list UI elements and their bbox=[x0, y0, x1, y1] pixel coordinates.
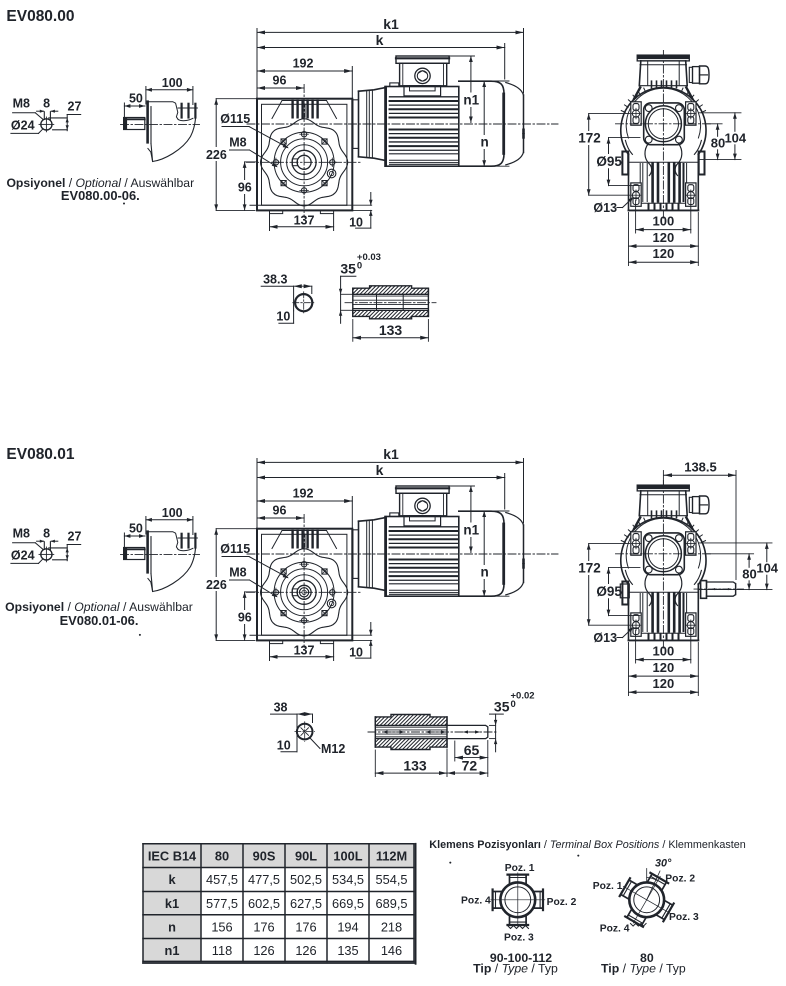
svg-text:100L: 100L bbox=[333, 848, 362, 863]
svg-text:EV080.01: EV080.01 bbox=[6, 446, 74, 463]
svg-text:EV080.00-06.: EV080.00-06. bbox=[61, 188, 140, 203]
svg-text:133: 133 bbox=[379, 322, 403, 338]
svg-text:118: 118 bbox=[212, 943, 232, 958]
svg-text:35: 35 bbox=[340, 260, 356, 276]
svg-text:669,5: 669,5 bbox=[332, 896, 364, 911]
svg-text:EV080.00: EV080.00 bbox=[6, 8, 74, 25]
svg-text:Poz. 2: Poz. 2 bbox=[547, 897, 577, 908]
svg-text:80: 80 bbox=[711, 135, 725, 150]
svg-text:k: k bbox=[168, 872, 176, 887]
svg-text:+0.03: +0.03 bbox=[357, 252, 381, 263]
svg-text:602,5: 602,5 bbox=[248, 896, 280, 911]
svg-text:Poz. 4: Poz. 4 bbox=[600, 924, 630, 935]
svg-text:Poz. 3: Poz. 3 bbox=[504, 932, 534, 943]
svg-text:Klemens Pozisyonları / Termina: Klemens Pozisyonları / Terminal Box Posi… bbox=[429, 839, 745, 851]
svg-text:689,5: 689,5 bbox=[375, 896, 407, 911]
svg-text:146: 146 bbox=[381, 943, 402, 958]
svg-text:80: 80 bbox=[742, 566, 756, 581]
svg-text:Poz. 2: Poz. 2 bbox=[665, 873, 695, 884]
svg-text:90L: 90L bbox=[295, 848, 317, 863]
svg-text:k1: k1 bbox=[165, 896, 179, 911]
svg-text:218: 218 bbox=[381, 919, 402, 934]
svg-text:502,5: 502,5 bbox=[290, 872, 322, 887]
svg-text:126: 126 bbox=[295, 943, 316, 958]
svg-text:80: 80 bbox=[215, 848, 229, 863]
svg-text:477,5: 477,5 bbox=[248, 872, 280, 887]
svg-text:Tip / Type / Typ: Tip / Type / Typ bbox=[473, 962, 558, 976]
svg-text:Opsiyonel / Optional / Auswähl: Opsiyonel / Optional / Auswählbar bbox=[6, 176, 194, 190]
svg-text:Poz. 3: Poz. 3 bbox=[669, 912, 699, 923]
svg-text:65: 65 bbox=[464, 742, 480, 758]
svg-text:Tip / Type / Typ: Tip / Type / Typ bbox=[601, 962, 686, 976]
svg-text:0: 0 bbox=[511, 699, 516, 710]
svg-text:38.3: 38.3 bbox=[263, 272, 287, 286]
svg-text:534,5: 534,5 bbox=[332, 872, 364, 887]
svg-text:126: 126 bbox=[253, 943, 274, 958]
svg-text:457,5: 457,5 bbox=[206, 872, 238, 887]
svg-text:554,5: 554,5 bbox=[375, 872, 407, 887]
svg-text:577,5: 577,5 bbox=[206, 896, 238, 911]
svg-text:IEC B14: IEC B14 bbox=[148, 848, 197, 863]
svg-text:0: 0 bbox=[357, 261, 362, 272]
svg-text:Poz. 1: Poz. 1 bbox=[505, 863, 535, 874]
svg-text:Poz. 1: Poz. 1 bbox=[593, 881, 623, 892]
svg-text:EV080.01-06.: EV080.01-06. bbox=[60, 613, 139, 628]
svg-text:138.5: 138.5 bbox=[684, 460, 717, 475]
svg-text:194: 194 bbox=[337, 919, 358, 934]
svg-text:176: 176 bbox=[295, 919, 316, 934]
svg-text:156: 156 bbox=[211, 919, 232, 934]
svg-text:135: 135 bbox=[337, 943, 358, 958]
svg-text:176: 176 bbox=[253, 919, 274, 934]
svg-text:35: 35 bbox=[494, 698, 510, 714]
svg-text:10: 10 bbox=[276, 309, 290, 323]
svg-text:M12: M12 bbox=[321, 742, 345, 756]
svg-text:112M: 112M bbox=[376, 848, 407, 863]
svg-text:90S: 90S bbox=[253, 848, 276, 863]
svg-text:+0.02: +0.02 bbox=[511, 690, 535, 701]
svg-text:Poz. 4: Poz. 4 bbox=[461, 896, 491, 907]
svg-text:n1: n1 bbox=[165, 943, 180, 958]
svg-text:72: 72 bbox=[462, 757, 478, 773]
svg-text:627,5: 627,5 bbox=[290, 896, 322, 911]
svg-text:30°: 30° bbox=[655, 857, 672, 869]
svg-text:104: 104 bbox=[756, 561, 778, 576]
svg-text:38: 38 bbox=[274, 700, 288, 714]
svg-text:104: 104 bbox=[724, 130, 746, 145]
svg-text:133: 133 bbox=[403, 757, 427, 773]
svg-text:90-100-112: 90-100-112 bbox=[490, 951, 552, 965]
svg-text:n: n bbox=[168, 919, 176, 934]
svg-text:Opsiyonel / Optional / Auswähl: Opsiyonel / Optional / Auswählbar bbox=[5, 600, 193, 614]
svg-text:80: 80 bbox=[640, 951, 654, 965]
svg-text:10: 10 bbox=[277, 739, 291, 753]
